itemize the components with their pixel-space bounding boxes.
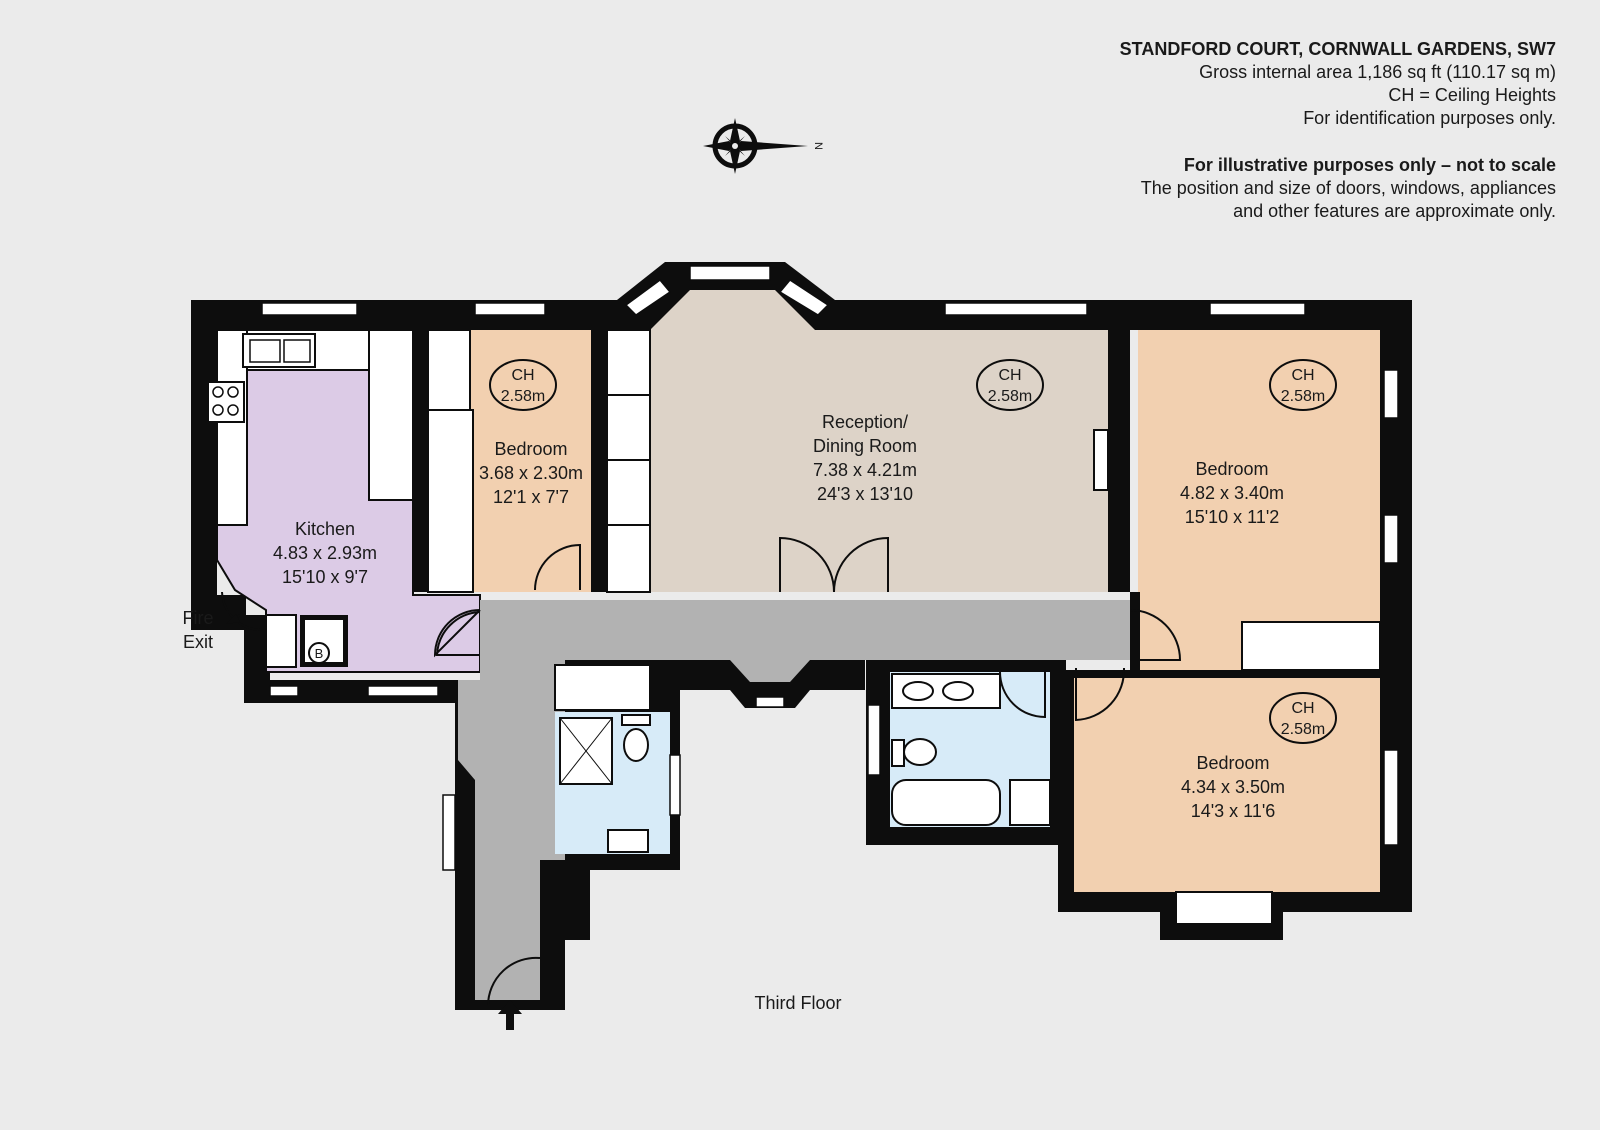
reception-name-1: Reception/ <box>822 412 908 432</box>
windows <box>261 265 1399 871</box>
bedroom-right-bottom-imperial: 14'3 x 11'6 <box>1191 801 1276 821</box>
toilet-icon <box>623 728 649 762</box>
basin-right-icon <box>942 681 974 701</box>
ch-value-bedroom-right-bottom: 2.58m <box>1281 721 1325 738</box>
bedroom-right-bottom-area <box>1074 678 1380 892</box>
floor-label: Third Floor <box>754 993 841 1013</box>
bedroom-right-top-imperial: 15'10 x 11'2 <box>1185 507 1280 527</box>
ceiling-height-legend: CH = Ceiling Heights <box>1388 85 1556 105</box>
compass-north-label: N <box>812 142 824 150</box>
kitchen-metric: 4.83 x 2.93m <box>273 543 377 563</box>
wardrobe <box>427 409 474 593</box>
reception-area <box>607 290 1108 592</box>
fire-exit-line-1: Fire <box>183 608 214 628</box>
bedroom-right-top-metric: 4.82 x 3.40m <box>1180 483 1284 503</box>
wardrobe-bottom <box>1175 891 1273 925</box>
fire-exit-line-2: Exit <box>183 632 213 652</box>
kitchen-name: Kitchen <box>295 519 355 539</box>
disclaimer-line-1: The position and size of doors, windows,… <box>1140 178 1556 198</box>
ch-value-reception: 2.58m <box>988 388 1032 405</box>
doors <box>221 536 1182 1007</box>
ch-value-bedroom-right-top: 2.58m <box>1281 388 1325 405</box>
compass-rose-icon <box>703 118 808 174</box>
ch-label-reception: CH <box>998 367 1021 384</box>
ceiling-height-markers <box>489 359 1337 744</box>
wardrobe-right <box>1241 621 1381 671</box>
ch-value-small-bedroom: 2.58m <box>501 388 545 405</box>
entrance-arrow-icon <box>498 1000 522 1030</box>
boiler-label: B <box>315 646 324 661</box>
ch-label-bedroom-right-top: CH <box>1291 367 1314 384</box>
bedroom-right-bottom-metric: 4.34 x 3.50m <box>1181 777 1285 797</box>
kitchen-worktop-right <box>368 329 414 501</box>
basin-icon <box>607 829 649 853</box>
plan-header: STANDFORD COURT, CORNWALL GARDENS, SW7 G… <box>1120 38 1556 223</box>
toilet-2-icon <box>903 738 937 766</box>
kitchen-imperial: 15'10 x 9'7 <box>282 567 368 587</box>
bedroom-right-top-name: Bedroom <box>1195 459 1268 479</box>
hall-area <box>458 600 1130 1000</box>
bedroom-small-metric: 3.68 x 2.30m <box>479 463 583 483</box>
illustrative-note: For illustrative purposes only – not to … <box>1183 155 1556 175</box>
cupboard <box>427 329 471 411</box>
reception-name-2: Dining Room <box>813 436 917 456</box>
bedroom-right-top-area <box>1138 330 1380 670</box>
fireplace <box>1093 429 1109 491</box>
reception-metric: 7.38 x 4.21m <box>813 460 917 480</box>
bedroom-small-name: Bedroom <box>494 439 567 459</box>
reception-imperial: 24'3 x 13'10 <box>817 484 913 504</box>
bath-icon <box>891 779 1001 826</box>
disclaimer-line-2: and other features are approximate only. <box>1233 201 1556 221</box>
gross-area: Gross internal area 1,186 sq ft (110.17 … <box>1199 62 1556 82</box>
basin-left-icon <box>902 681 934 701</box>
identification-note: For identification purposes only. <box>1303 108 1556 128</box>
hob-icon <box>207 381 245 423</box>
bedroom-small-imperial: 12'1 x 7'7 <box>493 487 569 507</box>
property-title: STANDFORD COURT, CORNWALL GARDENS, SW7 <box>1119 39 1556 59</box>
ch-label-small-bedroom: CH <box>511 367 534 384</box>
ch-label-bedroom-right-bottom: CH <box>1291 700 1314 717</box>
bedroom-right-bottom-name: Bedroom <box>1196 753 1269 773</box>
